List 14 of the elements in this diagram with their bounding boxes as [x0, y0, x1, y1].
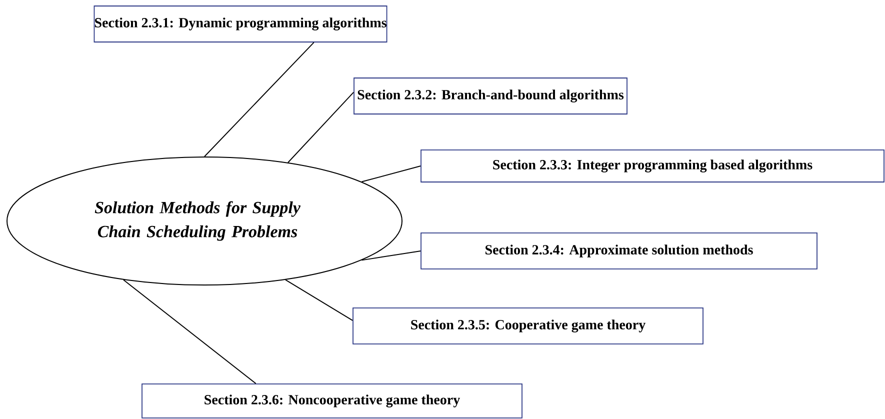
section-box: Section 2.3.6: Noncooperative game theory — [142, 384, 522, 418]
section-box: Section 2.3.4: Approximate solution methods — [420, 232, 818, 270]
ellipse-text: Solution Methods for Supply Chain Scheduling Problems — [94, 201, 300, 241]
connector-line — [204, 42, 314, 157]
section-box: Section 2.3.5: Cooperative game theory — [352, 308, 704, 344]
connector-line — [361, 165, 422, 182]
section-box: Section 2.3.2: Branch-and-bound algorithms — [354, 78, 628, 114]
connector-line — [288, 92, 354, 163]
section-box: Section 2.3.1: Dynamic programming algorithms — [94, 6, 388, 42]
section-box: Section 2.3.3: Integer programming based algorithms — [420, 150, 884, 182]
connector-line — [123, 279, 256, 384]
connector-line — [361, 250, 422, 261]
ellipse — [6, 156, 402, 286]
connector-line — [285, 279, 354, 321]
